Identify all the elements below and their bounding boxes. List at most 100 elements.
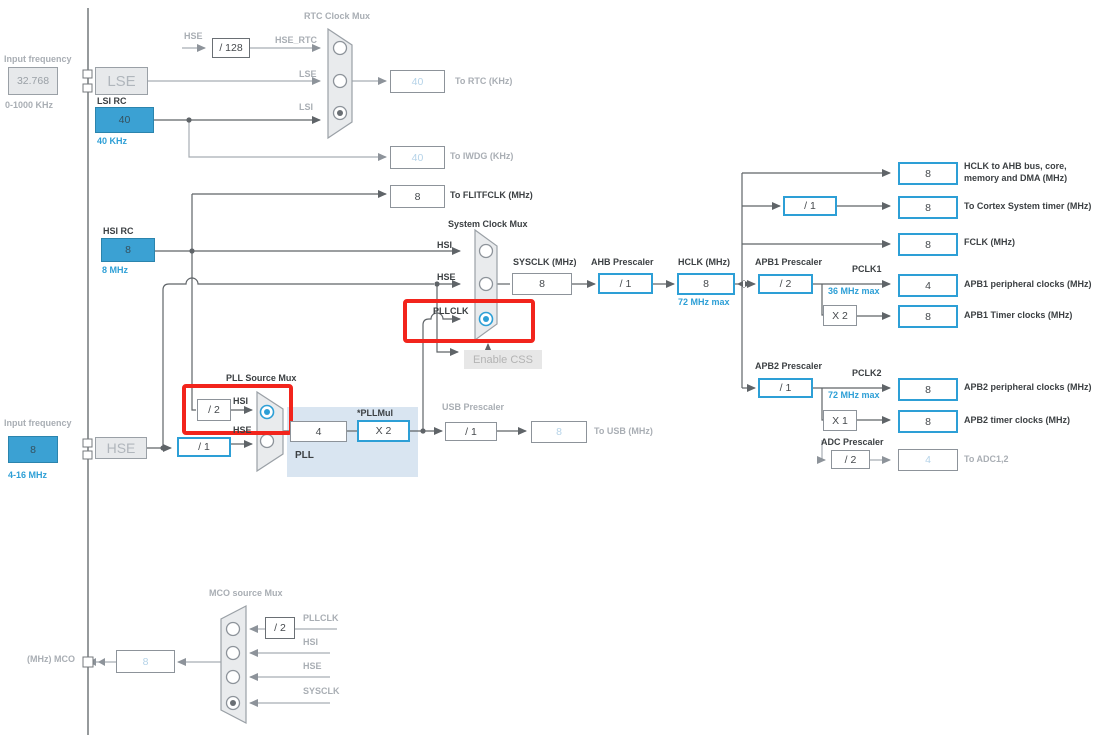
usb-prescaler-label: USB Prescaler [442,402,505,412]
lse-input-frequency-label: Input frequency [4,54,72,64]
rtc-hse-div128-box: / 128 [212,38,250,58]
fclk-value-box[interactable]: 8 [898,233,958,256]
sysclk-label: SYSCLK (MHz) [513,257,577,267]
mux-radios [225,40,494,711]
hclk-ahb-label-line1: HCLK to AHB bus, core, [964,161,1067,171]
mco-mux-radio-pllclk[interactable] [225,621,241,637]
pll-mux-radio-hsi-dot [264,409,270,415]
to-usb-value-box: 8 [531,421,587,443]
usb-prescaler-box[interactable]: / 1 [445,422,497,441]
hclk-max-label: 72 MHz max [678,297,730,307]
hse-input-frequency-field[interactable]: 8 [8,436,58,463]
mco-mux-title: MCO source Mux [209,588,283,598]
hsi-rc-label: HSI RC [103,226,134,236]
apb1-prescaler-box[interactable]: / 2 [758,274,813,294]
apb2-timer-mult-box: X 1 [823,410,857,431]
apb1-timer-mult-box: X 2 [823,305,857,326]
pll-mux-hse-label: HSE [233,425,252,435]
ahb-prescaler-box[interactable]: / 1 [598,273,653,294]
osc-pin-squares [82,69,94,668]
apb2-timer-label: APB2 timer clocks (MHz) [964,415,1071,425]
mco-source-mux [220,605,247,724]
pll-hsi-div2-box: / 2 [197,399,231,421]
rtc-lse-input-label: LSE [299,69,317,79]
pclk2-max-label: 72 MHz max [828,390,880,400]
apb1-peripheral-label: APB1 peripheral clocks (MHz) [964,279,1092,289]
fclk-label: FCLK (MHz) [964,237,1015,247]
pllmul-box[interactable]: X 2 [357,420,410,442]
to-flitfclk-value-box: 8 [390,185,445,208]
apb2-prescaler-label: APB2 Prescaler [755,361,823,371]
cortex-prescaler-box[interactable]: / 1 [783,196,837,216]
to-rtc-label: To RTC (KHz) [455,76,513,86]
apb2-prescaler-box[interactable]: / 1 [758,378,813,398]
apb2-peripheral-label: APB2 peripheral clocks (MHz) [964,382,1092,392]
to-flitfclk-label: To FLITFCLK (MHz) [450,190,533,200]
hsi-rc-value-box: 8 [101,238,155,262]
rtc-mux-radio-hse-rtc[interactable] [332,40,348,56]
enable-css-button[interactable]: Enable CSS [464,350,542,369]
inactive-wires [96,44,891,707]
cortex-timer-value-box[interactable]: 8 [898,196,958,219]
mhz-mco-label: (MHz) MCO [27,654,75,664]
hclk-bus-connector [737,280,751,288]
pll-block-background [287,407,418,477]
to-iwdg-label: To IWDG (KHz) [450,151,514,161]
mco-sysclk-label: SYSCLK [303,686,340,696]
system-mux-radio-hsi[interactable] [478,243,494,259]
to-adc-label: To ADC1,2 [964,454,1009,464]
pll-input-value-box: 4 [290,421,347,442]
mco-value-box: 8 [116,650,175,673]
mco-mux-radio-hse[interactable] [225,669,241,685]
to-usb-label: To USB (MHz) [594,426,653,436]
rtc-mux-title: RTC Clock Mux [304,11,371,21]
mco-hsi-label: HSI [303,637,319,647]
system-mux-radio-pllclk-dot [483,316,489,322]
hse-source-box: HSE [95,437,147,459]
hsi-frequency-label: 8 MHz [102,265,129,275]
apb1-timer-value-box[interactable]: 8 [898,305,958,328]
junction-dots [160,117,440,451]
cortex-timer-label: To Cortex System timer (MHz) [964,201,1092,211]
apb1-timer-label: APB1 Timer clocks (MHz) [964,310,1073,320]
hclk-value-box[interactable]: 8 [677,273,735,295]
apb1-prescaler-label: APB1 Prescaler [755,257,823,267]
pllmul-label: *PLLMul [357,408,393,418]
pll-mux-title: PLL Source Mux [226,373,297,383]
hse-range-label: 4-16 MHz [8,470,48,480]
mco-pllclk-label: PLLCLK [303,613,339,623]
mco-mux-radio-hsi[interactable] [225,645,241,661]
hse-input-frequency-label: Input frequency [4,418,72,428]
hclk-ahb-label-line2: memory and DMA (MHz) [964,173,1068,183]
system-mux-pllclk-label: PLLCLK [433,306,469,316]
to-rtc-value-box: 40 [390,70,445,93]
rtc-mux-radio-lsi-dot [337,110,343,116]
hclk-label: HCLK (MHz) [678,257,730,267]
system-mux-title: System Clock Mux [448,219,528,229]
adc-prescaler-box[interactable]: / 2 [831,450,870,469]
apb2-timer-value-box[interactable]: 8 [898,410,958,433]
lse-input-frequency-field[interactable]: 32.768 [8,67,58,95]
ahb-prescaler-label: AHB Prescaler [591,257,654,267]
lsi-rc-label: LSI RC [97,96,127,106]
pclk2-label: PCLK2 [852,368,882,378]
hclk-ahb-value-box[interactable]: 8 [898,162,958,185]
highlight-pllclk-selection [403,299,535,343]
system-mux-radio-hse[interactable] [478,276,494,292]
to-iwdg-value-box: 40 [390,146,445,169]
apb1-peripheral-value-box[interactable]: 4 [898,274,958,297]
highlight-pll-source-hsi [182,384,293,435]
mco-hse-label: HSE [303,661,322,671]
pclk1-label: PCLK1 [852,264,882,274]
active-wires [147,116,891,452]
adc-value-box: 4 [898,449,958,471]
apb2-peripheral-value-box[interactable]: 8 [898,378,958,401]
lse-source-box: LSE [95,67,148,95]
sysclk-value-box[interactable]: 8 [512,273,572,295]
hse-prediv-box[interactable]: / 1 [177,437,231,457]
pll-mux-radio-hse[interactable] [259,433,275,449]
rtc-lsi-input-label: LSI [299,102,314,112]
mco-div2-box: / 2 [265,617,295,639]
rtc-mux-radio-lse[interactable] [332,73,348,89]
